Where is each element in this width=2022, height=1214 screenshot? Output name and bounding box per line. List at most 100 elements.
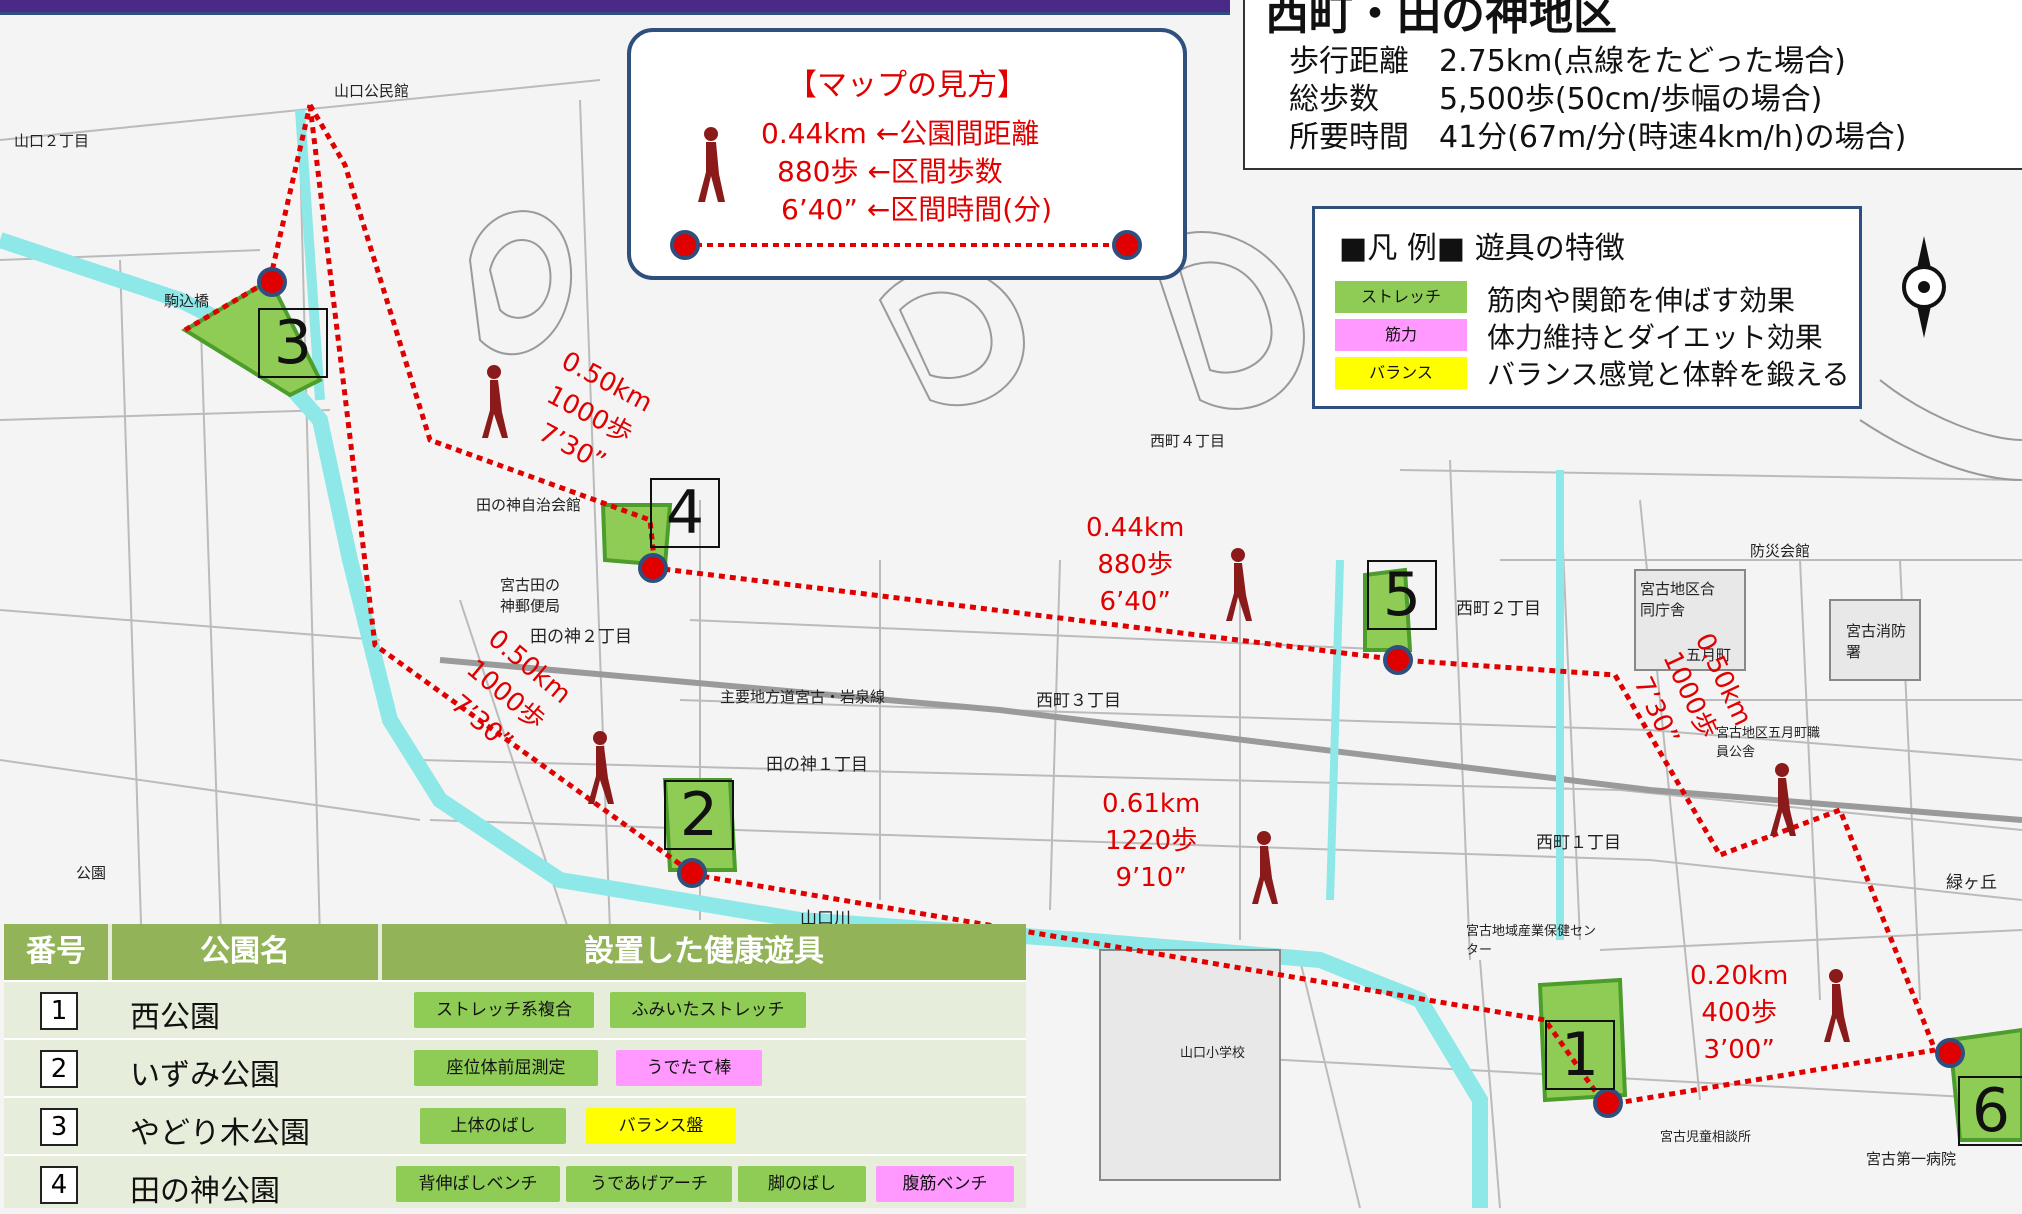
park-number-5: 5: [1367, 560, 1437, 630]
map-label: 公園: [76, 864, 107, 882]
route-nodes: [257, 267, 1965, 1118]
legend-title: ■凡 例■ 遊具の特徴: [1339, 231, 1625, 266]
district-title: 西町・田の神地区: [1265, 0, 1617, 40]
legend-desc: 筋肉や関節を伸ばす効果: [1487, 284, 1796, 317]
equipment-tag: 背伸ばしベンチ: [396, 1166, 560, 1202]
title-bar: [0, 0, 1230, 15]
main-road: [439, 657, 2022, 823]
legend-box: ■凡 例■ 遊具の特徴 ストレッチ 筋肉や関節を伸ばす効果 筋力 体力維持とダイ…: [1312, 206, 1862, 409]
segment-time: 9’10”: [1115, 863, 1187, 893]
map-label: 防災会館: [1750, 542, 1811, 560]
north-compass-icon: [1902, 236, 1946, 338]
school-building: [1099, 949, 1281, 1181]
park-number-4: 4: [650, 478, 720, 548]
table-header-number: 番号: [4, 924, 108, 980]
map-label: 駒込橋: [164, 292, 210, 310]
map-label: 西町３丁目: [1036, 691, 1121, 711]
summary-label: 総歩数: [1289, 82, 1379, 117]
equipment-tag: 脚のばし: [738, 1166, 866, 1202]
equipment-tag: うでたて棒: [616, 1050, 762, 1086]
river-branch: [295, 109, 325, 401]
summary-value: 41分(67m/分(時速4km/h)の場合): [1439, 120, 1907, 155]
park-name: いずみ公園: [130, 1058, 280, 1093]
map-label: 宮古地区五月町職員公舎: [1716, 726, 1821, 760]
summary-value: 2.75km(点線をたどった場合): [1439, 44, 1846, 79]
equipment-tag: ふみいたストレッチ: [610, 992, 806, 1028]
segment-steps: 400歩: [1701, 998, 1777, 1028]
howto-line: 6’40” ←区間時間(分): [781, 193, 1053, 226]
howto-line: 0.44km ←公園間距離: [761, 117, 1040, 150]
park-5-area: [1363, 567, 1413, 652]
segment-label: 0.20km 400歩 3’00”: [1690, 958, 1788, 1069]
map-label: 田の神１丁目: [766, 755, 868, 775]
segment-steps: 880歩: [1097, 550, 1173, 580]
equipment-tag: ストレッチ系複合: [414, 992, 594, 1028]
map-label: 山口小学校: [1180, 1046, 1246, 1061]
summary-row: 歩行距離 2.75km(点線をたどった場合): [1289, 36, 1846, 80]
table-header-equipment: 設置した健康遊具: [382, 924, 1026, 980]
park-number-6: 6: [1958, 1076, 2022, 1146]
park-number: 2: [40, 1050, 78, 1088]
equipment-tag: 上体のばし: [420, 1108, 566, 1144]
map-label: 西町４丁目: [1150, 432, 1226, 450]
equipment-tag: 座位体前屈測定: [414, 1050, 598, 1086]
map-label: 田の神２丁目: [530, 627, 632, 647]
park-name: 西公園: [130, 1000, 220, 1035]
table-row: 1 西公園 ストレッチ系複合 ふみいたストレッチ: [4, 980, 1026, 1040]
map-label: 緑ヶ丘: [1946, 873, 1997, 893]
howto-title: 【マップの見方】: [787, 68, 1027, 103]
map-label: 宮古消防署: [1846, 622, 1907, 661]
segment-time: 6’40”: [1099, 587, 1171, 617]
park-number-3: 3: [258, 308, 328, 378]
segment-time: 3’00”: [1703, 1035, 1775, 1065]
equipment-tag: バランス盤: [586, 1108, 736, 1144]
table-row: 4 田の神公園 背伸ばしベンチ うであげアーチ 脚のばし 腹筋ベンチ: [4, 1154, 1026, 1214]
segment-distance: 0.61km: [1102, 789, 1201, 819]
legend-tag-stretch: ストレッチ: [1335, 281, 1467, 313]
map-label: 宮古第一病院: [1866, 1150, 1957, 1168]
map-label: 山口２丁目: [14, 132, 90, 150]
equipment-tag: 腹筋ベンチ: [876, 1166, 1014, 1202]
route-summary-box: 西町・田の神地区 歩行距離 2.75km(点線をたどった場合) 総歩数 5,50…: [1243, 0, 2022, 170]
segment-distance: 0.44km: [1086, 513, 1185, 543]
summary-label: 歩行距離: [1289, 44, 1409, 79]
segment-distance: 0.20km: [1690, 961, 1789, 991]
walker-icons: [482, 365, 1850, 1042]
table-header-park: 公園名: [112, 924, 378, 980]
map-label: 西町１丁目: [1536, 833, 1621, 853]
park-name: 田の神公園: [130, 1174, 280, 1209]
summary-row: 所要時間 41分(67m/分(時速4km/h)の場合): [1289, 112, 1906, 156]
segment-label: 0.61km 1220歩 9’10”: [1102, 786, 1200, 897]
segment-label: 0.44km 880歩 6’40”: [1086, 510, 1184, 621]
park-equipment-table: 番号 公園名 設置した健康遊具 1 西公園 ストレッチ系複合 ふみいたストレッチ…: [4, 924, 1026, 1209]
park-number: 3: [40, 1108, 78, 1146]
map-label: 田の神自治会館: [476, 496, 582, 514]
table-row: 2 いずみ公園 座位体前屈測定 うでたて棒: [4, 1038, 1026, 1098]
park-number-1: 1: [1545, 1020, 1615, 1090]
summary-label: 所要時間: [1289, 120, 1409, 155]
summary-row: 総歩数 5,500歩(50cm/歩幅の場合): [1289, 74, 1822, 118]
sample-route-icon: [670, 230, 1142, 260]
park-1-area: [1537, 977, 1628, 1103]
park-number-2: 2: [664, 780, 734, 850]
legend-tag-strength: 筋力: [1335, 319, 1467, 351]
canal: [1326, 559, 1344, 901]
map-label: 宮古地区合同庁舎: [1640, 580, 1716, 619]
map-howto-box: 【マップの見方】 0.44km ←公園間距離 880歩 ←区間歩数 6’40” …: [627, 28, 1187, 280]
legend-tag-balance: バランス: [1335, 357, 1467, 389]
map-label: 西町２丁目: [1456, 599, 1541, 619]
map-label: 山口公民館: [334, 82, 410, 100]
fire-station: [1829, 599, 1921, 681]
equipment-tag: うであげアーチ: [566, 1166, 732, 1202]
legend-desc: バランス感覚と体幹を鍛える: [1487, 358, 1850, 391]
park-number: 4: [40, 1166, 78, 1204]
map-label: 主要地方道宮古・岩泉線: [720, 688, 886, 706]
table-row: 3 やどり木公園 上体のばし バランス盤: [4, 1096, 1026, 1156]
walker-icon: [698, 127, 725, 202]
map-label: 宮古地域産業保健センター: [1466, 924, 1597, 958]
park-6-area: [1947, 1027, 2022, 1142]
map-label: 宮古田の神郵便局: [500, 576, 561, 615]
map-label: 宮古児童相談所: [1660, 1130, 1752, 1145]
summary-value: 5,500歩(50cm/歩幅の場合): [1439, 82, 1823, 117]
legend-desc: 体力維持とダイエット効果: [1487, 321, 1823, 354]
